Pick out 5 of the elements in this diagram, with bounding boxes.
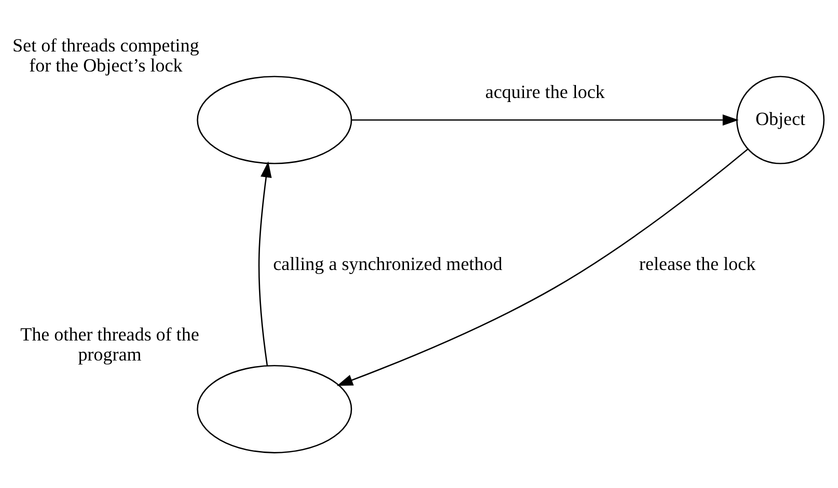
edge-label: acquire the lock <box>485 82 605 103</box>
node-label: Set of threads competing for the Object’s lock <box>12 34 200 76</box>
node-label: The other threads of the program <box>20 324 200 366</box>
edge-label: release the lock <box>639 254 756 275</box>
edge-label: calling a synchronized method <box>273 254 502 275</box>
